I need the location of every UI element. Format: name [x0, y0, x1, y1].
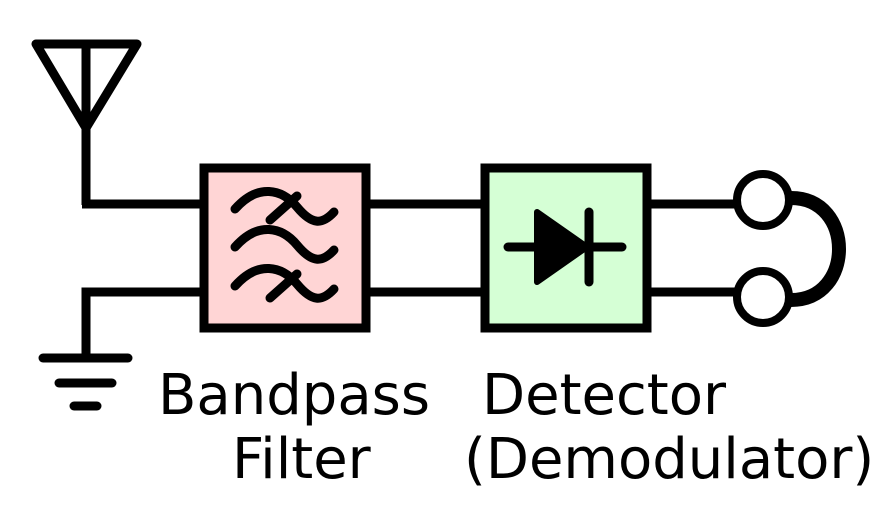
- bandpass-filter-block: [199, 163, 371, 333]
- filter-waves-icon: [230, 187, 339, 303]
- antenna-icon: [31, 39, 142, 205]
- detector-block: [480, 163, 652, 333]
- diode-icon: [503, 207, 627, 287]
- detector-label-line1: Detector: [482, 363, 727, 428]
- detector-label-line2: (Demodulator): [464, 427, 874, 492]
- earphone-icon: [733, 170, 846, 327]
- filter-label-line1: Bandpass: [158, 363, 430, 428]
- ground-icon: [38, 287, 205, 411]
- filter-label-line2: Filter: [232, 427, 372, 492]
